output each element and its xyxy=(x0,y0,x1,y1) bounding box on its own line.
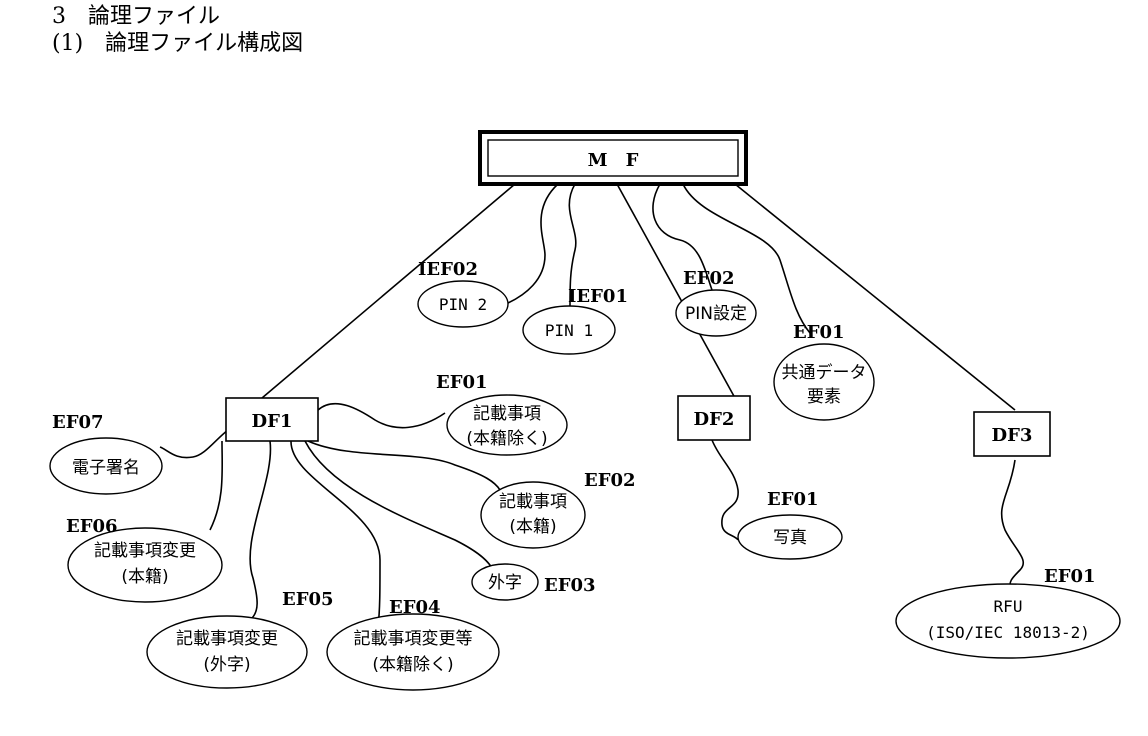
df1-files-ef06-line2-text: (本籍) xyxy=(121,567,168,587)
df1-files-ef02-line1-text: 記載事項 xyxy=(499,492,567,512)
mf-ief01-node: PIN 1 IEF01 xyxy=(522,286,628,355)
df3-files-ef01-line1-text: RFU xyxy=(994,597,1023,616)
node-shape xyxy=(471,563,539,601)
df1-ef07-node: 電子署名 EF07 xyxy=(49,412,163,495)
connector-df2-ef01 xyxy=(711,439,739,541)
connector-df1-ef01 xyxy=(317,402,446,429)
node-shape xyxy=(522,305,616,355)
node-shape xyxy=(49,437,163,495)
ief02-id: IEF02 xyxy=(418,259,478,280)
df1-files-ef05-id-text: EF05 xyxy=(282,589,334,610)
node-shape xyxy=(146,615,308,689)
connector-df1-ef06 xyxy=(209,440,224,531)
node-shape xyxy=(675,289,757,337)
node-shape xyxy=(446,394,568,456)
connector-df1-ef05 xyxy=(249,440,272,621)
df3-node: DF3 xyxy=(973,411,1051,457)
connector-mf-ief01 xyxy=(568,183,577,309)
node-shape xyxy=(895,583,1121,659)
mf-ief02-node: PIN 2 IEF02 xyxy=(417,259,509,328)
df3-ef01-node: RFU (ISO/IEC 18013-2) EF01 xyxy=(895,566,1121,659)
df1-files-ef05-line1-text: 記載事項変更 xyxy=(176,629,278,649)
node-shape xyxy=(225,397,319,442)
df1-files-ef07-line1-text: 電子署名 xyxy=(72,458,140,478)
df1-label: DF1 xyxy=(252,411,293,432)
subsection-title: (1) 論理ファイル構成図 xyxy=(52,31,304,56)
df1-files-ef03-id-text: EF03 xyxy=(544,575,596,596)
df2-node: DF2 xyxy=(677,395,751,441)
connector-mf-df2 xyxy=(616,183,736,399)
df2-files-ef01-line1-text: 写真 xyxy=(773,528,807,548)
df1-ef05-node: 記載事項変更 (外字) EF05 xyxy=(146,589,334,689)
node-shape xyxy=(417,280,509,328)
df1-files-ef03-line1-text: 外字 xyxy=(488,573,522,593)
node-shape xyxy=(973,411,1051,457)
df1-node: DF1 xyxy=(225,397,319,442)
connector-mf-df1 xyxy=(261,183,516,399)
ef01-name-line1: 共通データ xyxy=(782,362,867,383)
connector-df1-ef04 xyxy=(290,440,381,628)
connector-df1-ef03 xyxy=(304,440,493,569)
df1-files-ef06-id-text: EF06 xyxy=(66,516,118,537)
node-shape xyxy=(67,527,223,603)
df1-files-ef04-line2-text: (本籍除く) xyxy=(372,655,453,675)
mf-label: M F xyxy=(588,150,639,171)
ef02-name: PIN設定 xyxy=(685,304,747,324)
mf-node: M F xyxy=(478,130,748,186)
df1-ef02-node: 記載事項 (本籍) EF02 xyxy=(480,470,636,549)
connector-df1-ef02 xyxy=(307,440,501,491)
section-title: 3 論理ファイル xyxy=(52,4,220,29)
connector-df1-ef07 xyxy=(159,429,229,459)
df1-files-ef04-id-text: EF04 xyxy=(389,597,441,618)
df2-files-ef01-id-text: EF01 xyxy=(767,489,819,510)
connector-mf-ef02 xyxy=(652,183,713,291)
mf-ef01-node: 共通データ 要素 EF01 xyxy=(773,322,875,421)
df1-files-ef06-line1-text: 記載事項変更 xyxy=(94,541,196,561)
connector-mf-ief02 xyxy=(507,183,559,304)
df1-ef03-node: 外字 EF03 xyxy=(471,563,596,601)
df3-files-ef01-line2-text: (ISO/IEC 18013-2) xyxy=(926,623,1090,642)
mf-ef01-id: EF01 xyxy=(793,322,845,343)
connector-mf-ef01 xyxy=(682,183,811,334)
df2-label: DF2 xyxy=(694,409,735,430)
ef01-name-line2: 要素 xyxy=(807,387,841,407)
df1-ef06-node: 記載事項変更 (本籍) EF06 xyxy=(66,516,223,603)
mf-ef02-node: PIN設定 EF02 xyxy=(675,268,757,337)
df1-files-ef01-line2-text: (本籍除く) xyxy=(466,429,547,449)
node-shape xyxy=(677,395,751,441)
node-shape xyxy=(737,514,843,560)
node-shape xyxy=(487,139,739,177)
node-shape xyxy=(480,481,586,549)
connector-mf-df3 xyxy=(734,183,1016,411)
df1-files-ef01-line1-text: 記載事項 xyxy=(473,404,541,424)
df1-ef01-node: 記載事項 (本籍除く) EF01 xyxy=(436,372,568,456)
node-shape xyxy=(773,343,875,421)
df1-ef04-node: 記載事項変更等 (本籍除く) EF04 xyxy=(326,597,500,691)
df2-ef01-node: 写真 EF01 xyxy=(737,489,843,560)
df1-files-ef02-line2-text: (本籍) xyxy=(509,517,556,537)
df3-label: DF3 xyxy=(992,425,1033,446)
df1-files-ef01-id-text: EF01 xyxy=(436,372,488,393)
ief01-name: PIN 1 xyxy=(545,321,593,340)
connector-df3-ef01 xyxy=(1000,459,1025,586)
df1-files-ef04-line1-text: 記載事項変更等 xyxy=(354,629,473,649)
df3-files-ef01-id-text: EF01 xyxy=(1044,566,1096,587)
df1-files-ef05-line2-text: (外字) xyxy=(203,655,250,675)
ief01-id: IEF01 xyxy=(568,286,628,307)
mf-ef02-id: EF02 xyxy=(683,268,735,289)
node-shape xyxy=(326,613,500,691)
ief02-name: PIN 2 xyxy=(439,295,487,314)
df1-files-ef07-id-text: EF07 xyxy=(52,412,104,433)
df1-files-ef02-id-text: EF02 xyxy=(584,470,636,491)
